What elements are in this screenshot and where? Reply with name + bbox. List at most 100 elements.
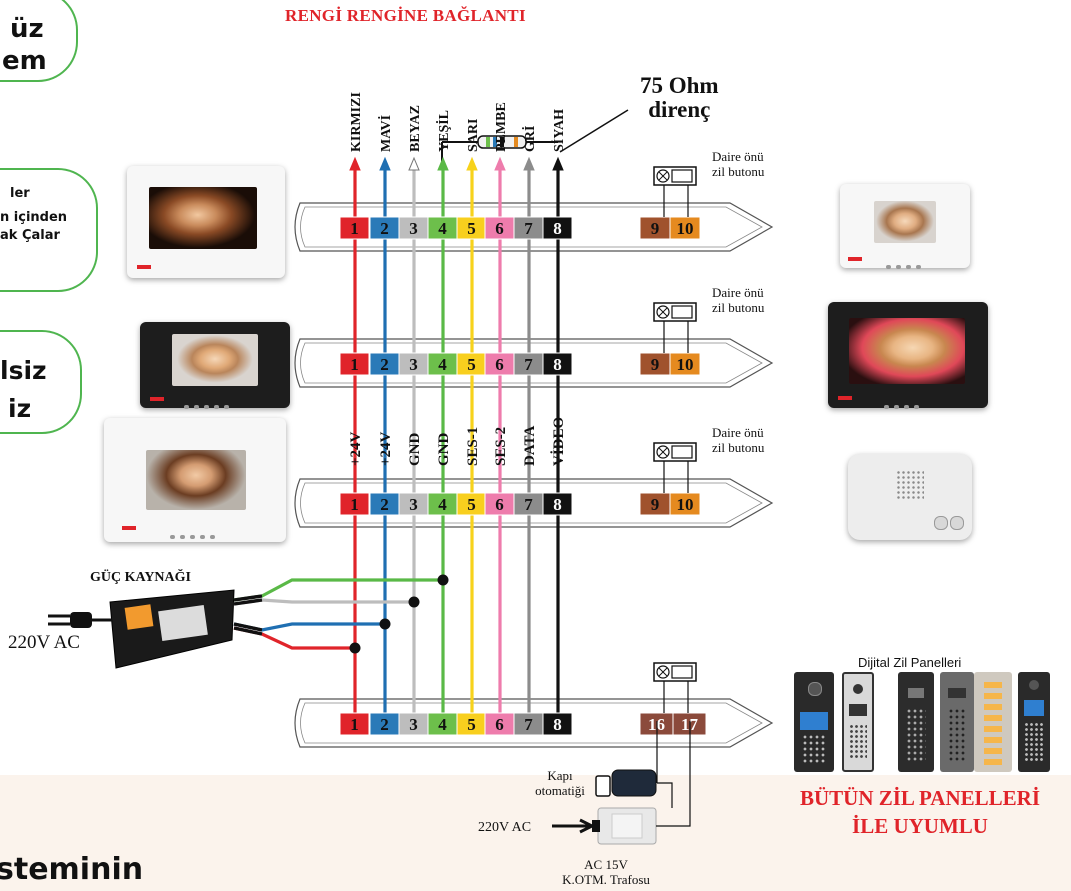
caller-image [146, 450, 246, 510]
wire-color-label-5: SARI [466, 119, 481, 152]
door-lock-icon [595, 769, 657, 797]
monitor-screen [849, 318, 965, 384]
resistor-label: 75 Ohm direnç [640, 74, 719, 122]
indoor-monitor-black [140, 322, 290, 409]
digital-panel-1 [794, 672, 834, 772]
terminal-2-label: 2 [380, 219, 389, 238]
terminal-9-label: 9 [651, 355, 660, 374]
caller-image [874, 201, 936, 243]
terminal-9-label: 9 [651, 219, 660, 238]
power-plug-icon [48, 612, 112, 628]
panel-display [908, 688, 924, 698]
terminal-3-label: 3 [409, 355, 418, 374]
terminal-5-label: 5 [467, 355, 476, 374]
compatibility-note-line1: BÜTÜN ZİL PANELLERİ [799, 786, 1040, 810]
digital-panel-2 [842, 672, 874, 772]
resistor-unit-label: direnç [648, 97, 711, 122]
terminal-8 [542, 216, 573, 240]
bus-strip-inner [300, 702, 763, 744]
monitor-screen [146, 450, 246, 510]
terminal-6-label: 6 [495, 495, 504, 514]
wire-arrow-3 [408, 156, 420, 171]
digital-panels-title: Dijital Zil Panelleri [858, 655, 962, 670]
feature-bubble-1-line1: üz [10, 14, 44, 44]
doorbell-label-2: zil butonu [712, 164, 765, 179]
caller-image [172, 334, 258, 386]
doorbell-label-1: Daire önü [712, 285, 764, 300]
door-button [950, 516, 964, 530]
terminal-4-label: 4 [438, 495, 447, 514]
feature-bubble-1-line2: em [2, 46, 47, 76]
digital-panel-4 [940, 672, 974, 772]
monitor-buttons [184, 396, 234, 409]
terminal-7-label: 7 [524, 355, 533, 374]
keypad [849, 724, 867, 760]
feature-bubble-2 [0, 168, 98, 292]
terminal-10-label: 10 [677, 355, 694, 374]
monitor-screen [172, 334, 258, 386]
wire-function-label-5: SES-1 [465, 427, 481, 466]
resistor-75-ohm [441, 109, 629, 164]
indoor-monitor-black-right [828, 302, 988, 409]
camera-lens [1029, 680, 1039, 690]
brand-logo [838, 396, 852, 400]
terminal-3-label: 3 [409, 219, 418, 238]
wire-arrow-4 [437, 156, 449, 171]
panel-display [849, 704, 867, 716]
terminal-4-label: 4 [438, 355, 447, 374]
terminal-1-label: 1 [350, 495, 359, 514]
terminal-10 [669, 492, 701, 516]
terminal-10-label: 10 [677, 219, 694, 238]
wire-color-label-4: YEŞİL [435, 110, 452, 152]
wire-function-label-8: VİDEO [550, 417, 567, 466]
audio-intercom-handset [848, 454, 972, 540]
indoor-monitor-white-right [840, 184, 970, 269]
bus-strip-inner [300, 482, 763, 524]
caller-image [849, 318, 965, 384]
terminal-9-label: 9 [651, 495, 660, 514]
doorbell-label-1: Daire önü [712, 425, 764, 440]
terminal-4-label: 4 [438, 219, 447, 238]
power-supply-output-wires [233, 578, 443, 650]
wire-color-label-6: PEMBE [494, 102, 509, 152]
brand-logo [848, 257, 862, 261]
wire-function-label-4: GND [436, 433, 452, 467]
monitor-buttons [170, 526, 220, 539]
power-supply [109, 589, 235, 669]
power-supply-input-label: 220V AC [8, 632, 80, 653]
wire-color-label-1: KIRMIZI [349, 92, 364, 152]
lock-power-plug-icon [552, 818, 600, 834]
doorbell-label-2: zil butonu [712, 300, 765, 315]
compatibility-note-line2: İLE UYUMLU [852, 814, 988, 838]
keypad [802, 734, 826, 764]
bottom-heading-fragment: steminin [0, 852, 144, 887]
terminal-7-label: 7 [524, 219, 533, 238]
terminal-10-label: 10 [677, 495, 694, 514]
feature-bubble-2-line3: ak Çalar [0, 228, 60, 243]
wire-arrow-6 [494, 156, 506, 171]
wire-arrow-5 [466, 156, 478, 171]
doorbell-button-icon [653, 166, 697, 217]
terminal-3-label: 3 [409, 715, 418, 734]
indoor-monitor-white-2 [104, 418, 286, 542]
wire-function-label-1: +24V [348, 431, 364, 466]
terminal-1 [339, 352, 370, 376]
bus-strip-inner [300, 342, 763, 384]
feature-bubble-1 [0, 0, 78, 82]
keypad [948, 708, 966, 762]
panel-display [800, 712, 828, 730]
feature-bubble-3-line1: lsiz [0, 356, 47, 385]
terminal-1 [339, 712, 370, 736]
wire-color-label-7: GRİ [521, 126, 538, 152]
wire-function-label-2: +24V [378, 431, 394, 466]
terminal-7-label: 7 [524, 715, 533, 734]
wire-arrow-1 [349, 156, 361, 171]
transformer-label-2: K.OTM. Trafosu [562, 872, 650, 887]
resistor-value: 75 Ohm [640, 73, 719, 98]
doorbell-button-icon [653, 302, 697, 353]
junction-dot [349, 642, 361, 654]
panel-display [948, 688, 966, 698]
terminal-8-label: 8 [553, 219, 562, 238]
terminal-8 [542, 712, 573, 736]
